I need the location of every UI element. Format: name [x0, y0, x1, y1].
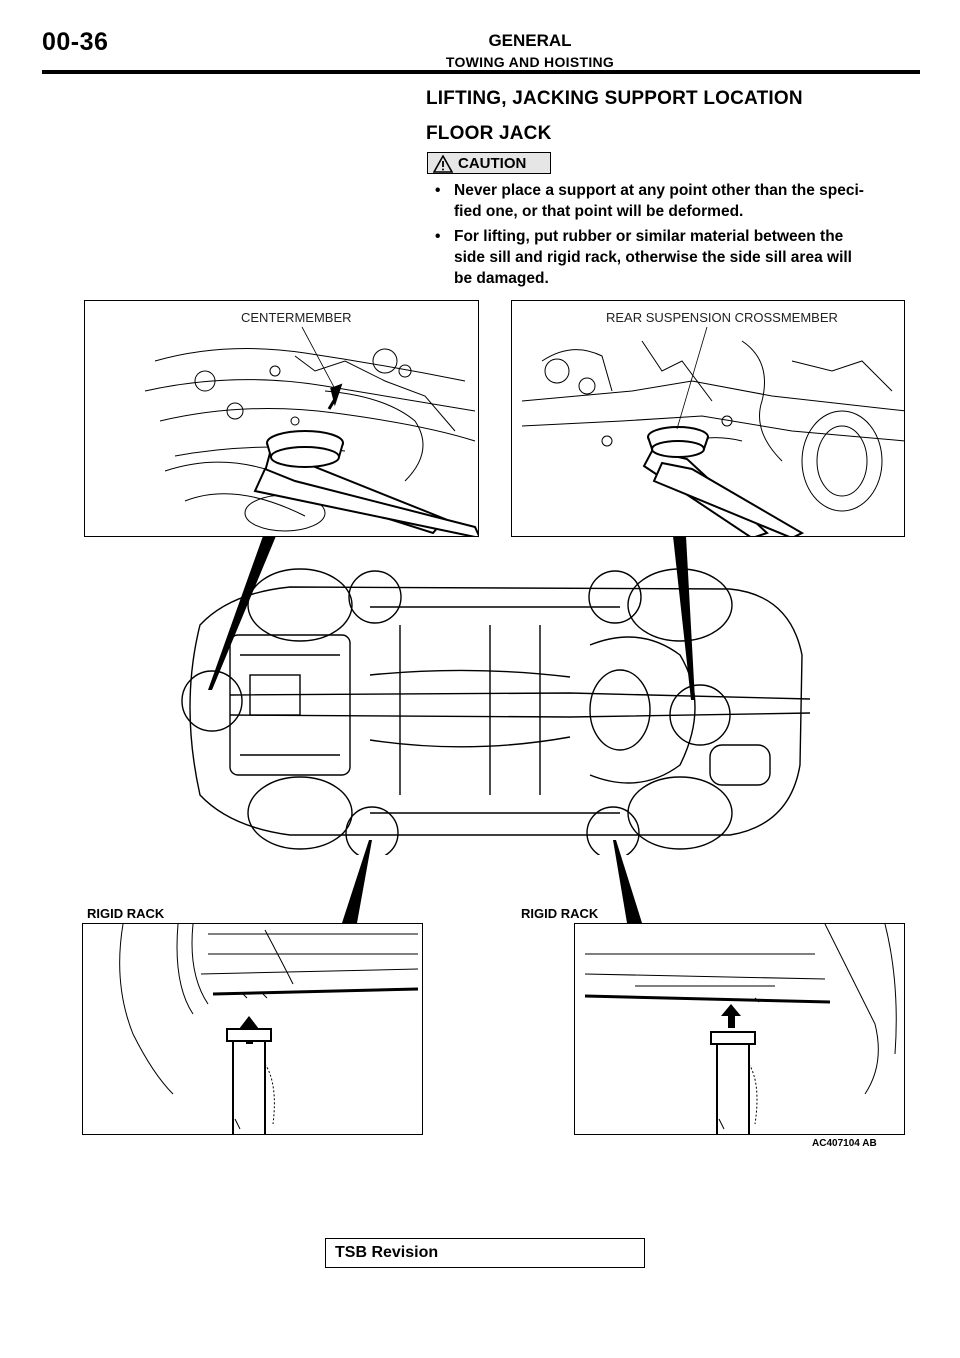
caution-list: • Never place a support at any point othe…: [432, 180, 927, 293]
rear-crossmember-detail-panel: REAR SUSPENSION CROSSMEMBER: [511, 300, 905, 537]
bullet-icon: •: [435, 228, 441, 245]
rigid-rack-left-detail-panel: [82, 923, 423, 1135]
caution-label: CAUTION: [458, 155, 527, 172]
subsection-heading: TOWING AND HOISTING: [445, 54, 615, 70]
drawing-code: AC407104 AB: [812, 1138, 877, 1149]
warning-triangle-icon: [433, 155, 453, 173]
tsb-revision-label: TSB Revision: [335, 1244, 439, 1261]
tsb-revision-box: TSB Revision: [325, 1238, 645, 1268]
centermember-label: CENTERMEMBER: [241, 310, 352, 325]
rear-crossmember-label: REAR SUSPENSION CROSSMEMBER: [606, 310, 838, 325]
section-title: LIFTING, JACKING SUPPORT LOCATION: [426, 88, 803, 109]
rigid-rack-right-label: RIGID RACK: [521, 906, 599, 921]
section-heading: GENERAL: [488, 31, 572, 50]
centermember-illustration: [144, 326, 478, 536]
centermember-detail-panel: CENTERMEMBER: [84, 300, 479, 537]
caution-item: • Never place a support at any point othe…: [432, 180, 927, 222]
rigid-rack-left-illustration: [119, 924, 419, 1134]
rigid-rack-right-illustration: [584, 924, 897, 1134]
page-number: 00-36: [42, 28, 109, 56]
caution-item-text: For lifting, put rubber or similar mater…: [454, 228, 852, 287]
bullet-icon: •: [435, 182, 441, 199]
subsection-title: FLOOR JACK: [426, 123, 552, 144]
caution-item-text: Never place a support at any point other…: [454, 182, 864, 220]
caution-item: • For lifting, put rubber or similar mate…: [432, 226, 927, 289]
rigid-rack-right-detail-panel: [574, 923, 905, 1135]
rigid-rack-left-label: RIGID RACK: [87, 906, 165, 921]
rear-crossmember-illustration: [521, 326, 904, 536]
caution-badge: CAUTION: [427, 152, 551, 174]
vehicle-underbody-illustration: [181, 568, 810, 855]
header-divider: [42, 70, 920, 74]
